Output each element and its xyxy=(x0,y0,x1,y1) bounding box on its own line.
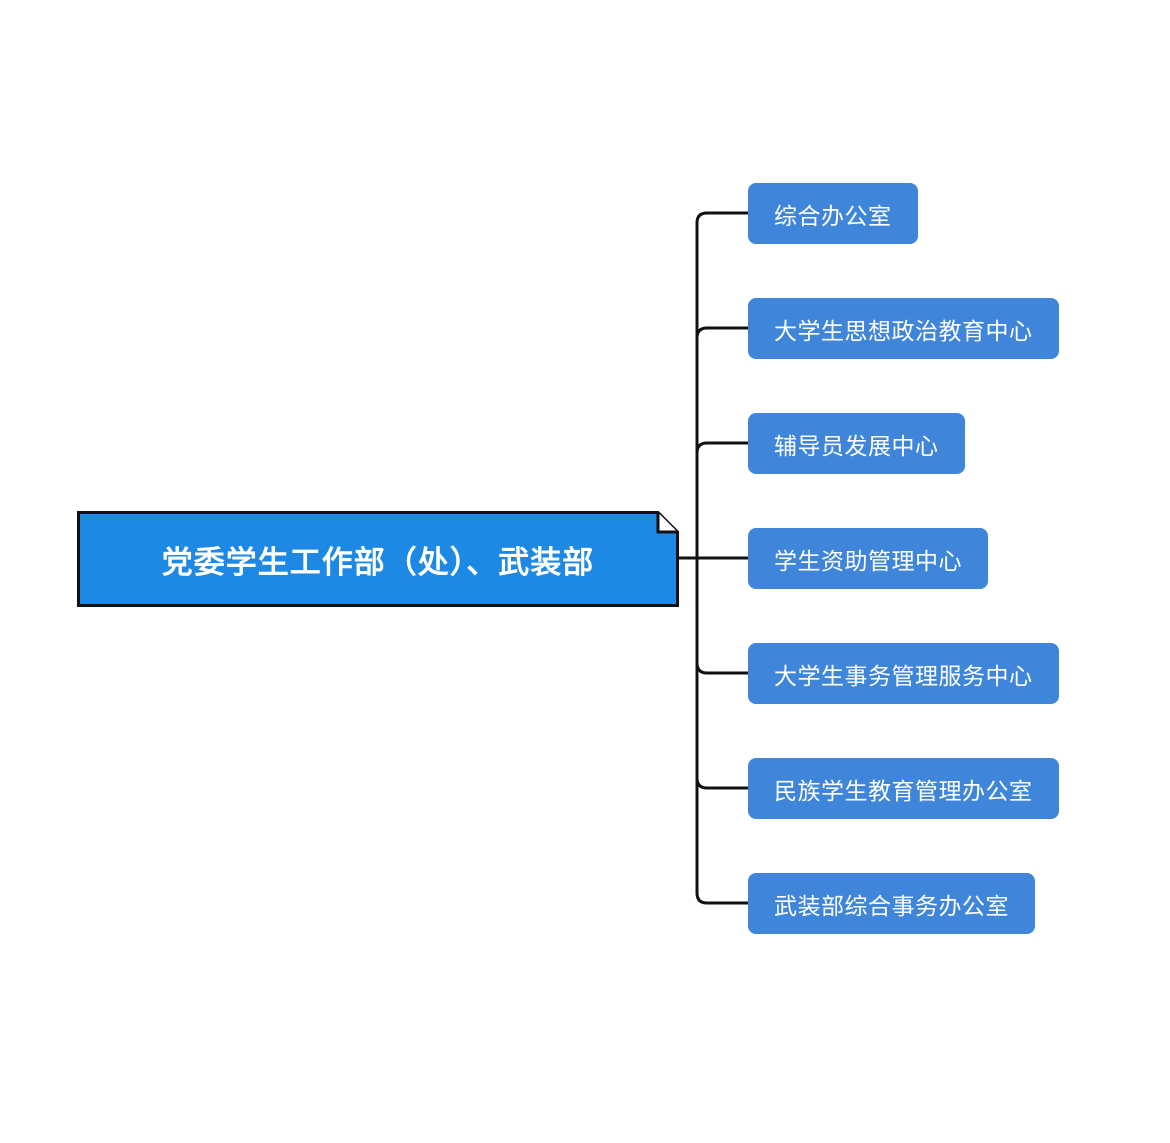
child-node-counselor-development-center[interactable]: 辅导员发展中心 xyxy=(748,413,965,474)
child-node-label: 民族学生教育管理办公室 xyxy=(774,778,1033,805)
child-node-student-affairs-center[interactable]: 大学生事务管理服务中心 xyxy=(748,643,1059,704)
child-node-armed-forces-office[interactable]: 武装部综合事务办公室 xyxy=(748,873,1035,934)
child-node-financial-aid-center[interactable]: 学生资助管理中心 xyxy=(748,528,988,589)
child-node-label: 武装部综合事务办公室 xyxy=(774,893,1009,920)
branch-line xyxy=(695,662,748,675)
branch-line xyxy=(695,777,748,790)
root-topic-node[interactable]: 党委学生工作部（处）、武装部 xyxy=(77,511,679,607)
branch-line xyxy=(695,441,748,454)
child-node-label: 学生资助管理中心 xyxy=(774,548,962,575)
branch-line xyxy=(695,326,748,339)
child-node-label: 辅导员发展中心 xyxy=(774,433,939,460)
child-node-general-office[interactable]: 综合办公室 xyxy=(748,183,918,244)
child-node-ethnic-student-office[interactable]: 民族学生教育管理办公室 xyxy=(748,758,1059,819)
root-topic-label: 党委学生工作部（处）、武装部 xyxy=(161,544,595,581)
child-node-label: 综合办公室 xyxy=(774,203,892,230)
child-node-label: 大学生事务管理服务中心 xyxy=(774,663,1033,690)
root-topic-shape xyxy=(77,511,679,607)
child-node-label: 大学生思想政治教育中心 xyxy=(774,318,1033,345)
child-node-ideological-education-center[interactable]: 大学生思想政治教育中心 xyxy=(748,298,1059,359)
